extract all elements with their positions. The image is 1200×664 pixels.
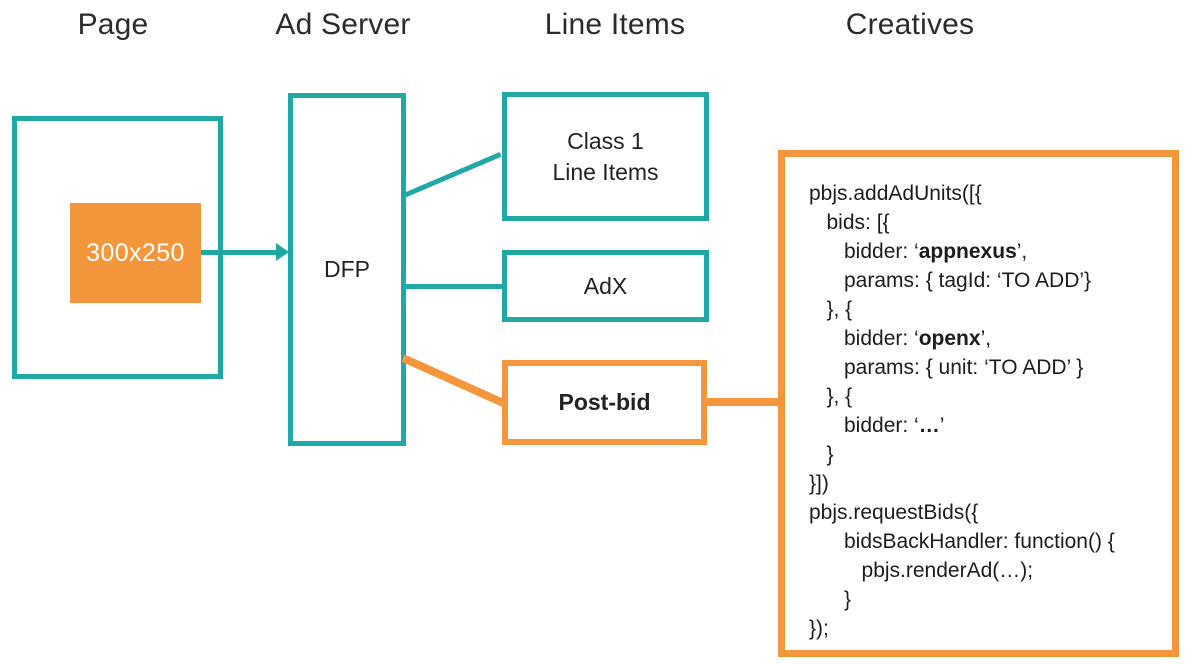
line-item-box-postbid-label: Post-bid — [558, 389, 651, 416]
column-header-ad-server: Ad Server — [275, 8, 411, 41]
code-line: pbjs.requestBids({ — [809, 501, 979, 524]
dfp-to-adx-connector — [404, 284, 504, 289]
code-line: params: { tagId: ‘TO ADD’} — [809, 269, 1092, 292]
line-item-box-adx: AdX — [502, 250, 709, 322]
code-line: } — [809, 443, 834, 466]
code-line: }, { — [809, 385, 853, 408]
code-line: params: { unit: ‘TO ADD’ } — [809, 356, 1084, 379]
creative-300x250-label: 300x250 — [86, 238, 185, 267]
postbid-to-code-connector — [705, 398, 785, 406]
dfp-to-class1-connector — [403, 152, 502, 198]
code-line: bids: [{ — [809, 211, 890, 234]
code-line: }]) — [809, 472, 829, 495]
code-bidder-name: openx — [918, 327, 981, 350]
code-line: }, { — [809, 298, 853, 321]
line-item-box-class1-label: Class 1 Line Items — [552, 128, 659, 185]
code-line: } — [809, 588, 852, 611]
code-line: bidder: ‘appnexus’, — [809, 240, 1028, 263]
code-bidder-name: … — [918, 414, 940, 437]
ad-server-box-dfp: DFP — [288, 93, 406, 446]
line-item-box-class1: Class 1 Line Items — [502, 92, 709, 221]
code-line: bidder: ‘…’ — [809, 414, 945, 437]
line-item-box-postbid: Post-bid — [502, 360, 707, 445]
creative-to-dfp-arrow-icon — [276, 243, 289, 261]
column-header-creatives: Creatives — [845, 8, 975, 41]
line-item-box-adx-label: AdX — [583, 272, 628, 299]
column-header-page: Page — [77, 8, 149, 41]
ad-server-box-dfp-label: DFP — [324, 256, 370, 283]
code-bidder-name: appnexus — [918, 240, 1017, 263]
creative-to-dfp-connector — [201, 250, 279, 255]
code-line: pbjs.addAdUnits([{ — [809, 182, 982, 205]
code-line: pbjs.renderAd(…); — [809, 559, 1034, 582]
creatives-code-text: pbjs.addAdUnits([{ bids: [{ bidder: ‘app… — [809, 179, 1115, 643]
creative-300x250[interactable]: 300x250 — [70, 203, 201, 303]
code-line: bidsBackHandler: function() { — [809, 530, 1115, 553]
code-line: }); — [809, 617, 829, 640]
creatives-code-panel: pbjs.addAdUnits([{ bids: [{ bidder: ‘app… — [778, 150, 1179, 657]
dfp-to-postbid-connector — [401, 354, 507, 408]
column-header-line-items: Line Items — [544, 8, 686, 41]
code-line: bidder: ‘openx’, — [809, 327, 992, 350]
